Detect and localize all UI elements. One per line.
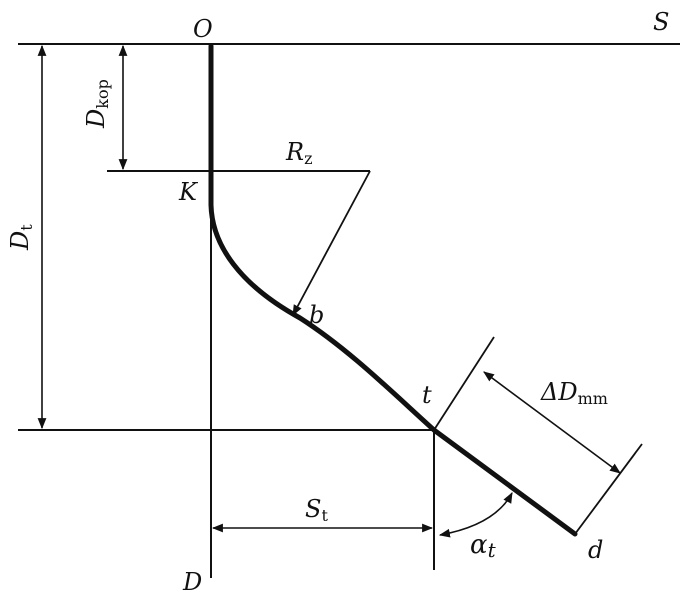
origin-label: O (193, 15, 213, 43)
well-path (208, 43, 578, 537)
build-point-label: b (309, 301, 324, 329)
radius-label: Rz (285, 138, 313, 168)
radius-arrow (292, 170, 371, 316)
length-extension-start (433, 336, 495, 431)
depth-axis-label: D (182, 568, 202, 594)
inclination-angle-arc (438, 492, 513, 538)
target-depth-label: Dt (6, 224, 36, 251)
surface-axis-label: S (653, 8, 669, 36)
kickoff-point-label: K (178, 178, 199, 206)
length-extension-end (574, 443, 643, 535)
departure-label: St (305, 495, 328, 525)
measured-length-dimension (483, 371, 621, 474)
target-point-label: t (422, 381, 432, 409)
inclination-angle-label: αt (470, 530, 497, 562)
kickoff-depth-label: Dkop (82, 79, 112, 129)
end-point-label: d (588, 536, 603, 564)
measured-length-label: ΔDmm (540, 378, 608, 408)
